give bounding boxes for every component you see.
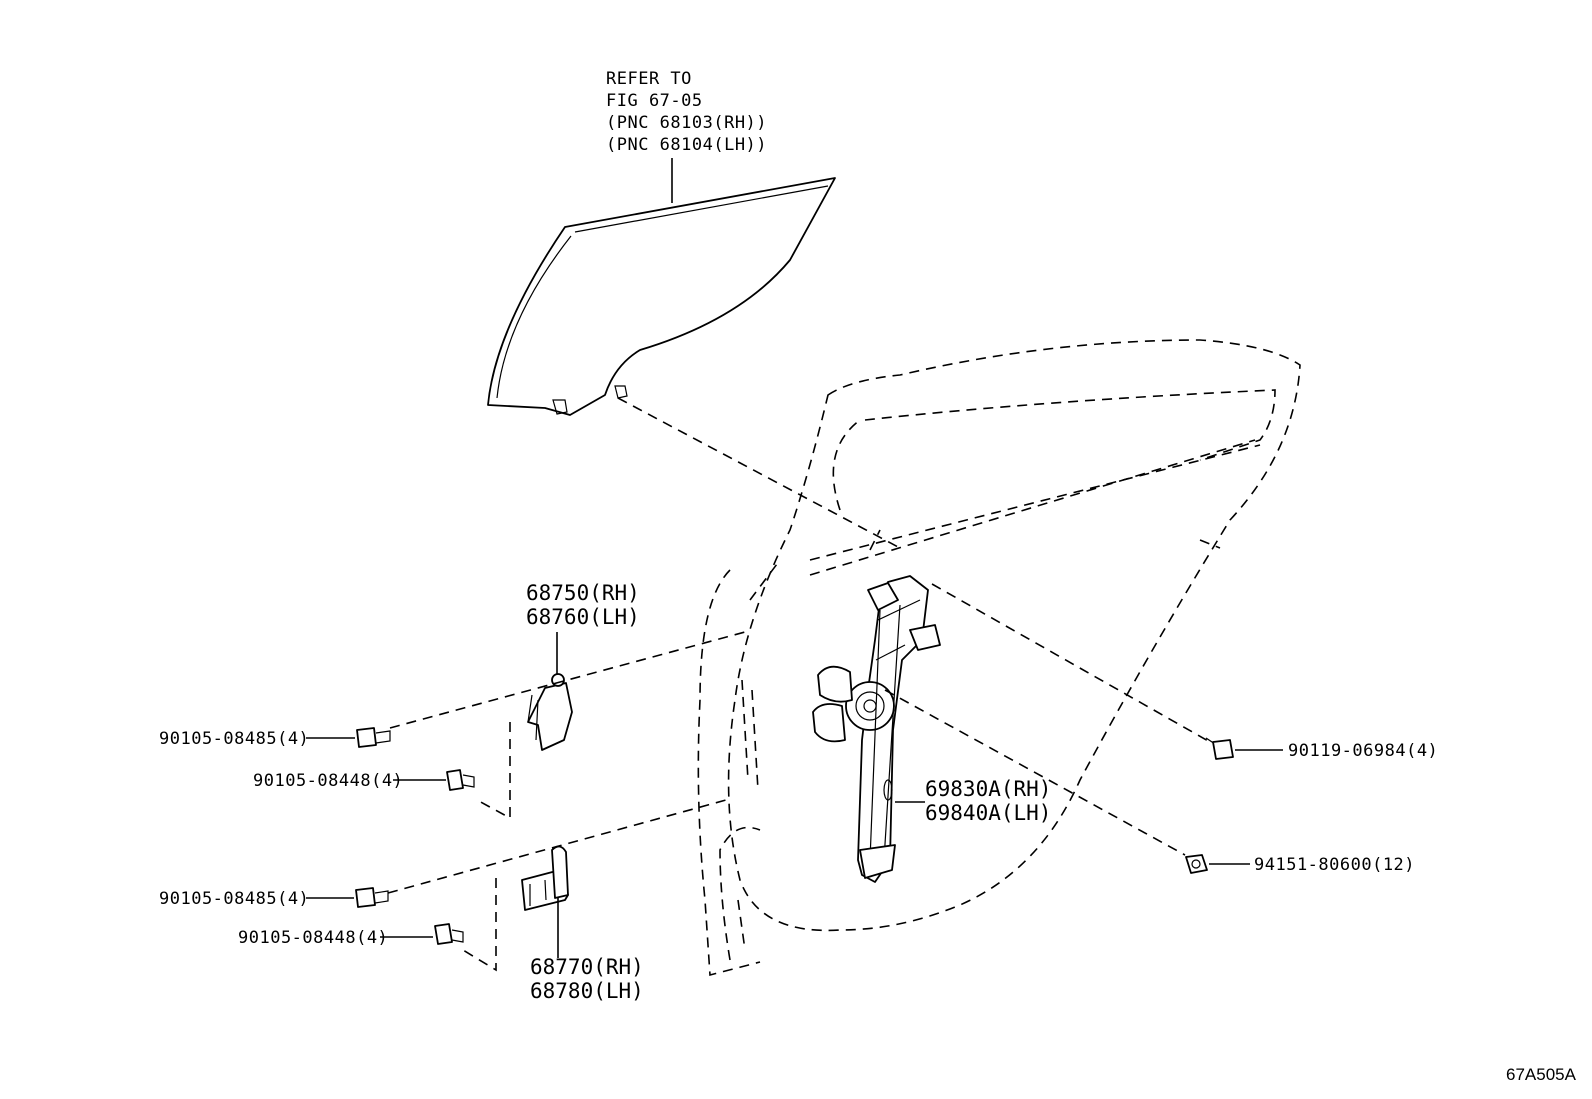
bolt-lower-a — [355, 887, 389, 908]
regulator-lh-label: 69840A(LH) — [925, 801, 1051, 825]
refer-line-3: (PNC 68103(RH)) — [606, 113, 767, 133]
upper-hinge — [527, 673, 573, 751]
nut-right-label: 94151-80600(12) — [1254, 855, 1415, 875]
bolt-right-label: 90119-06984(4) — [1288, 741, 1438, 761]
bolt-upper-b-label: 90105-08448(4) — [253, 771, 403, 791]
refer-line-1: REFER TO — [606, 69, 692, 89]
door-outline — [697, 339, 1301, 977]
regulator-rh-label: 69830A(RH) — [925, 777, 1051, 801]
bolt-upper-b — [446, 769, 475, 791]
refer-line-4: (PNC 68104(LH)) — [606, 135, 767, 155]
window-regulator — [812, 575, 941, 883]
bolt-right — [1205, 737, 1234, 760]
door-glass — [487, 177, 836, 416]
bolt-lower-a-label: 90105-08485(4) — [159, 889, 309, 909]
upper-hinge-rh-label: 68750(RH) — [526, 581, 640, 605]
bolt-upper-a — [356, 727, 391, 748]
figure-id: 67A505A — [1506, 1065, 1577, 1084]
refer-line-2: FIG 67-05 — [606, 91, 703, 111]
lower-hinge-rh-label: 68770(RH) — [530, 955, 644, 979]
lower-hinge-lh-label: 68780(LH) — [530, 979, 644, 1003]
upper-hinge-lh-label: 68760(LH) — [526, 605, 640, 629]
assembly-lines — [387, 397, 1211, 972]
bolt-upper-a-label: 90105-08485(4) — [159, 729, 309, 749]
bolt-lower-b — [434, 923, 464, 945]
nut-right — [1185, 854, 1208, 874]
lower-hinge — [521, 845, 569, 911]
bolt-lower-b-label: 90105-08448(4) — [238, 928, 388, 948]
